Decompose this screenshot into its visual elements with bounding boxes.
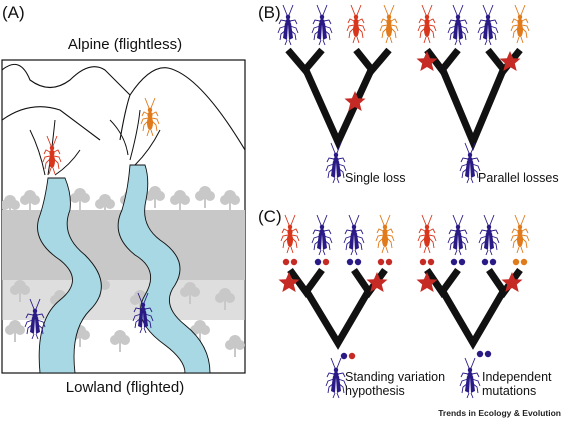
allele-dot-icon <box>290 258 298 266</box>
allele-dot-icon <box>458 258 466 266</box>
alpine-caption: Alpine (flightless) <box>68 36 182 53</box>
journal-credit: Trends in Ecology & Evolution <box>438 408 561 418</box>
ancestor-stonefly-icon <box>459 142 481 184</box>
panel-a: (A) Alpine (flightless) <box>1 3 246 396</box>
left-river <box>37 177 102 373</box>
panel-b-label: (B) <box>258 3 281 22</box>
allele-dot-icon <box>419 258 427 266</box>
allele-dot-icon <box>512 258 520 266</box>
allele-dot-icon <box>427 258 435 266</box>
lowland-caption: Lowland (flighted) <box>66 379 184 396</box>
ancestor-stonefly-icon <box>325 142 347 184</box>
allele-dot-icon <box>314 258 322 266</box>
parallel-losses-caption: Parallel losses <box>478 171 559 185</box>
panel-c: (C) <box>258 207 552 399</box>
tip-stonefly-icon <box>447 4 469 46</box>
tip-stonefly-icon <box>375 214 395 254</box>
single-loss-tree <box>285 47 392 151</box>
tip-stonefly-icon <box>510 4 530 44</box>
single-loss-caption: Single loss <box>345 171 405 185</box>
allele-dot-icon <box>348 352 356 360</box>
allele-dot-icon <box>346 258 354 266</box>
tip-stonefly-icon <box>447 214 469 256</box>
tip-stonefly-icon <box>379 4 399 44</box>
tip-stonefly-icon <box>510 214 530 254</box>
standing-variation-caption-line2: hypothesis <box>345 384 405 398</box>
allele-dot-icon <box>322 258 330 266</box>
ancestor-stonefly-icon <box>325 357 347 399</box>
allele-dot-icon <box>481 258 489 266</box>
right-river <box>117 164 211 373</box>
mountain-ridge <box>2 63 245 151</box>
panel-c-label: (C) <box>258 207 282 226</box>
panel-b: (B) Single loss Parallel losses <box>258 3 559 185</box>
allele-dot-icon <box>489 258 497 266</box>
independent-mutations-tree <box>424 267 523 350</box>
allele-dot-icon <box>385 258 393 266</box>
tip-stonefly-icon <box>277 4 299 46</box>
panel-a-label: (A) <box>2 3 25 22</box>
landscape-scene <box>2 63 245 373</box>
tip-stonefly-icon <box>280 214 300 254</box>
tip-stonefly-icon <box>343 214 365 256</box>
independent-mutations-caption: Independent <box>482 370 552 384</box>
tip-stonefly-icon <box>346 4 366 44</box>
allele-dot-icon <box>377 258 385 266</box>
allele-dots-row <box>282 258 528 266</box>
left-mountain-ridge <box>2 106 101 141</box>
tip-stonefly-icon <box>477 4 499 46</box>
allele-dot-icon <box>282 258 290 266</box>
ancestor-stonefly-icon <box>459 357 481 399</box>
allele-dot-icon <box>354 258 362 266</box>
standing-variation-caption: Standing variation <box>345 370 445 384</box>
allele-dot-icon <box>476 350 484 358</box>
tip-stonefly-icon <box>417 4 437 44</box>
allele-dot-icon <box>484 350 492 358</box>
allele-dot-icon <box>520 258 528 266</box>
independent-mutations-caption-line2: mutations <box>482 384 536 398</box>
allele-dot-icon <box>340 352 348 360</box>
allele-dot-icon <box>450 258 458 266</box>
tip-stonefly-icon <box>478 214 500 256</box>
tip-stonefly-icon <box>311 4 333 46</box>
tip-stonefly-icon <box>417 214 437 254</box>
standing-variation-tree <box>287 267 388 350</box>
tip-stonefly-icon <box>311 214 333 256</box>
